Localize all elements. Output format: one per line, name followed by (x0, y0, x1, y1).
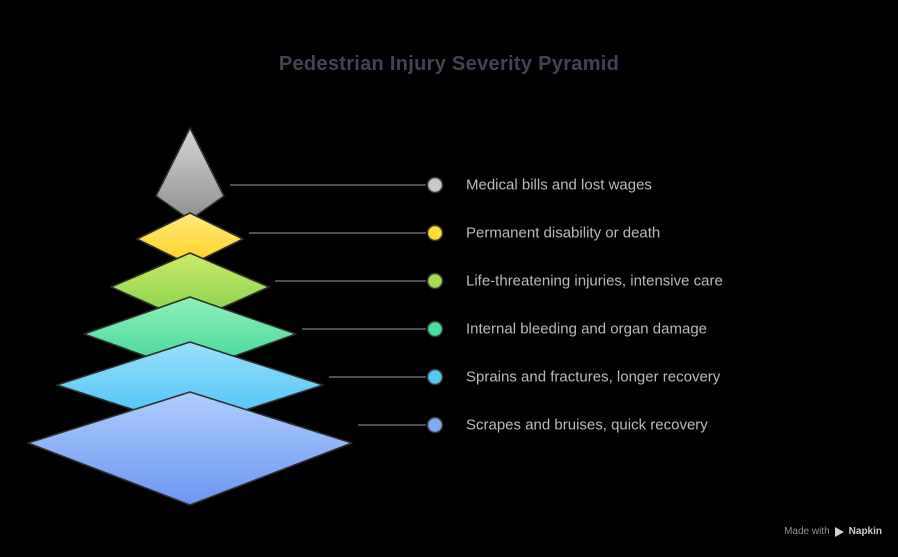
watermark-brand: Napkin (848, 526, 882, 537)
diagram-title: Pedestrian Injury Severity Pyramid (278, 53, 620, 75)
napkin-logo-icon (834, 526, 844, 537)
layer-label-3: Internal bleeding and organ damage (466, 320, 708, 338)
layer-dot-0 (426, 176, 444, 194)
layer-label-5: Scrapes and bruises, quick recovery (466, 416, 708, 434)
layer-label-4: Sprains and fractures, longer recovery (466, 368, 721, 386)
layer-label-0: Medical bills and lost wages (466, 176, 652, 194)
layer-dot-3 (426, 320, 444, 338)
pyramid-layer-5-shape (27, 391, 353, 506)
layer-dot-2 (426, 272, 444, 290)
layer-dot-5 (426, 416, 444, 434)
pyramid-layer-0-shape (155, 127, 225, 221)
layer-label-1: Permanent disability or death (466, 224, 661, 242)
layer-dot-1 (426, 224, 444, 242)
napkin-watermark[interactable]: Made with Napkin (784, 526, 882, 537)
layer-dot-4 (426, 368, 444, 386)
watermark-prefix: Made with (784, 526, 830, 537)
layer-label-2: Life-threatening injuries, intensive car… (466, 272, 723, 290)
